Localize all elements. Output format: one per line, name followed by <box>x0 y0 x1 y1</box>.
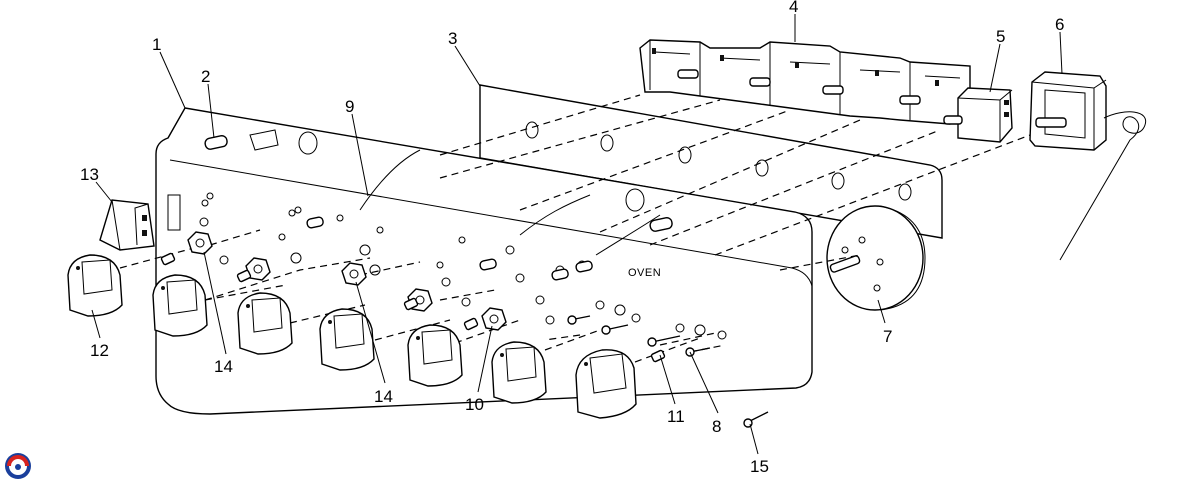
gas-tap-assembly <box>639 39 971 125</box>
callout-13: 13 <box>80 165 99 184</box>
mounting-plate <box>479 84 943 239</box>
callout-14-right: 14 <box>374 387 393 406</box>
callout-6: 6 <box>1055 15 1064 34</box>
callout-15: 15 <box>750 457 769 476</box>
callout-2: 2 <box>201 67 210 86</box>
callout-11: 11 <box>667 407 685 426</box>
spindles <box>306 216 593 281</box>
callout-14-left: 14 <box>214 357 233 376</box>
ignition-button <box>204 135 673 232</box>
callout-1: 1 <box>152 35 161 54</box>
knob-1 <box>67 254 123 317</box>
brand-logo <box>5 453 31 479</box>
knob-bracket <box>99 199 155 251</box>
knob-5 <box>407 324 463 387</box>
nut-10 <box>481 307 507 331</box>
panel-holes <box>199 192 727 340</box>
knob-3 <box>237 292 293 355</box>
knob-2 <box>152 274 208 337</box>
assembly-lines <box>119 94 1031 363</box>
switch <box>943 87 1013 143</box>
nut-14-right <box>341 262 367 286</box>
knob-7 <box>575 349 637 419</box>
lead-wires <box>359 149 661 256</box>
clips <box>160 252 666 363</box>
nut-14-left <box>187 231 213 255</box>
callout-3: 3 <box>448 29 457 48</box>
knob-6 <box>491 341 547 404</box>
callout-9: 9 <box>345 97 354 116</box>
callout-5: 5 <box>996 27 1005 46</box>
oven-label: OVEN <box>628 267 661 279</box>
knob-4 <box>319 308 375 371</box>
control-knobs <box>67 254 637 419</box>
callout-8: 8 <box>712 417 721 436</box>
thermostat <box>1029 71 1147 261</box>
nuts <box>187 231 507 331</box>
screws <box>567 315 769 428</box>
oven-timer <box>826 205 926 311</box>
callout-10: 10 <box>465 395 484 414</box>
leader-lines <box>91 14 1063 455</box>
callout-12: 12 <box>90 341 109 360</box>
callout-labels: 1 2 3 4 5 6 7 8 9 10 11 12 13 14 14 15 <box>80 0 1064 476</box>
callout-7: 7 <box>883 327 892 346</box>
callout-4: 4 <box>789 0 798 16</box>
